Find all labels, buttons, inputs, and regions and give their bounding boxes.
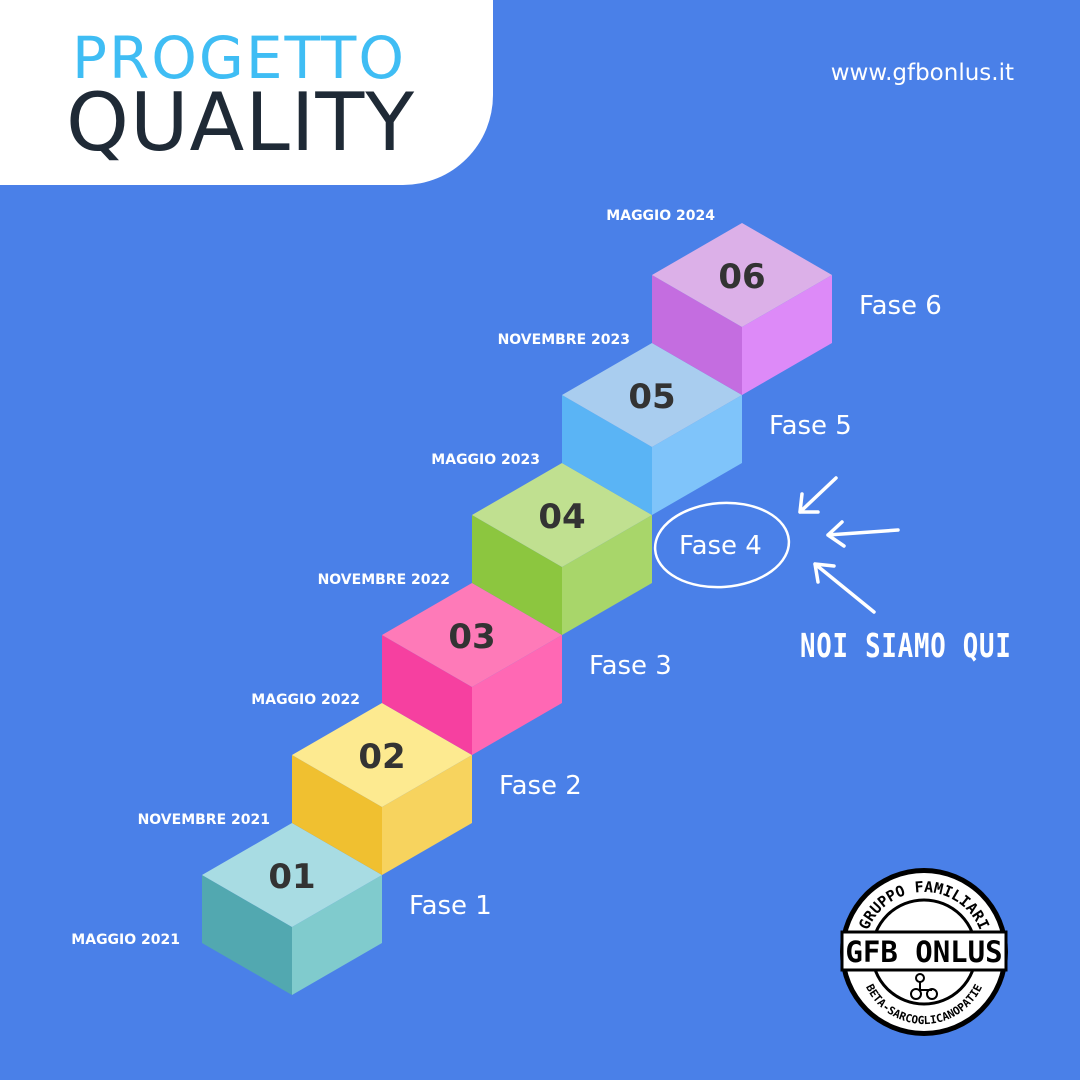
final-date: MAGGIO 2024: [606, 208, 715, 224]
phase-label: Fase 4: [679, 531, 762, 561]
gfb-onlus-logo: GRUPPO FAMILIARI BETA-SARCOGLICANOPATIE …: [840, 868, 1008, 1036]
cube-face-right: [382, 755, 472, 875]
cube-face-left: [382, 635, 472, 755]
cube-face-left: [472, 515, 562, 635]
step-cube-06: [652, 223, 832, 395]
website-link[interactable]: www.gfbonlus.it: [830, 60, 1014, 86]
phase-label: Fase 6: [859, 291, 942, 321]
cube-face-left: [292, 755, 382, 875]
cube-face-left: [202, 875, 292, 995]
cube-face-left: [562, 395, 652, 515]
cube-face-right: [292, 875, 382, 995]
phase-date: NOVEMBRE 2022: [317, 572, 450, 588]
current-phase-circle: [653, 501, 791, 589]
step-cube-02: [292, 703, 472, 875]
phase-date: NOVEMBRE 2023: [497, 332, 630, 348]
cube-face-right: [652, 395, 742, 515]
step-number: 03: [448, 617, 496, 657]
step-number: 05: [628, 377, 676, 417]
step-number: 06: [718, 257, 766, 297]
step-number: 01: [268, 857, 316, 897]
cube-face-right: [562, 515, 652, 635]
title-box: PROGETTO QUALITY: [0, 0, 493, 185]
phase-label: Fase 3: [589, 651, 672, 681]
cube-face-left: [652, 275, 742, 395]
phase-date: NOVEMBRE 2021: [137, 812, 270, 828]
phase-date: MAGGIO 2021: [71, 932, 180, 948]
phase-label: Fase 5: [769, 411, 852, 441]
cube-face-right: [472, 635, 562, 755]
cube-face-right: [742, 275, 832, 395]
cube-face-top: [652, 223, 832, 327]
step-number: 04: [538, 497, 586, 537]
step-number: 02: [358, 737, 406, 777]
phase-date: MAGGIO 2023: [431, 452, 540, 468]
we-are-here-label: NOI SIAMO QUI: [800, 626, 1012, 665]
svg-text:GFB ONLUS: GFB ONLUS: [845, 935, 1002, 969]
title-line1: PROGETTO: [72, 24, 407, 92]
step-cube-04: [472, 463, 652, 635]
arrow-icon: [798, 476, 900, 614]
step-cube-03: [382, 583, 562, 755]
phase-date: MAGGIO 2022: [251, 692, 360, 708]
phase-label: Fase 2: [499, 771, 582, 801]
title-line2: QUALITY: [66, 76, 416, 169]
phase-label: Fase 1: [409, 891, 492, 921]
